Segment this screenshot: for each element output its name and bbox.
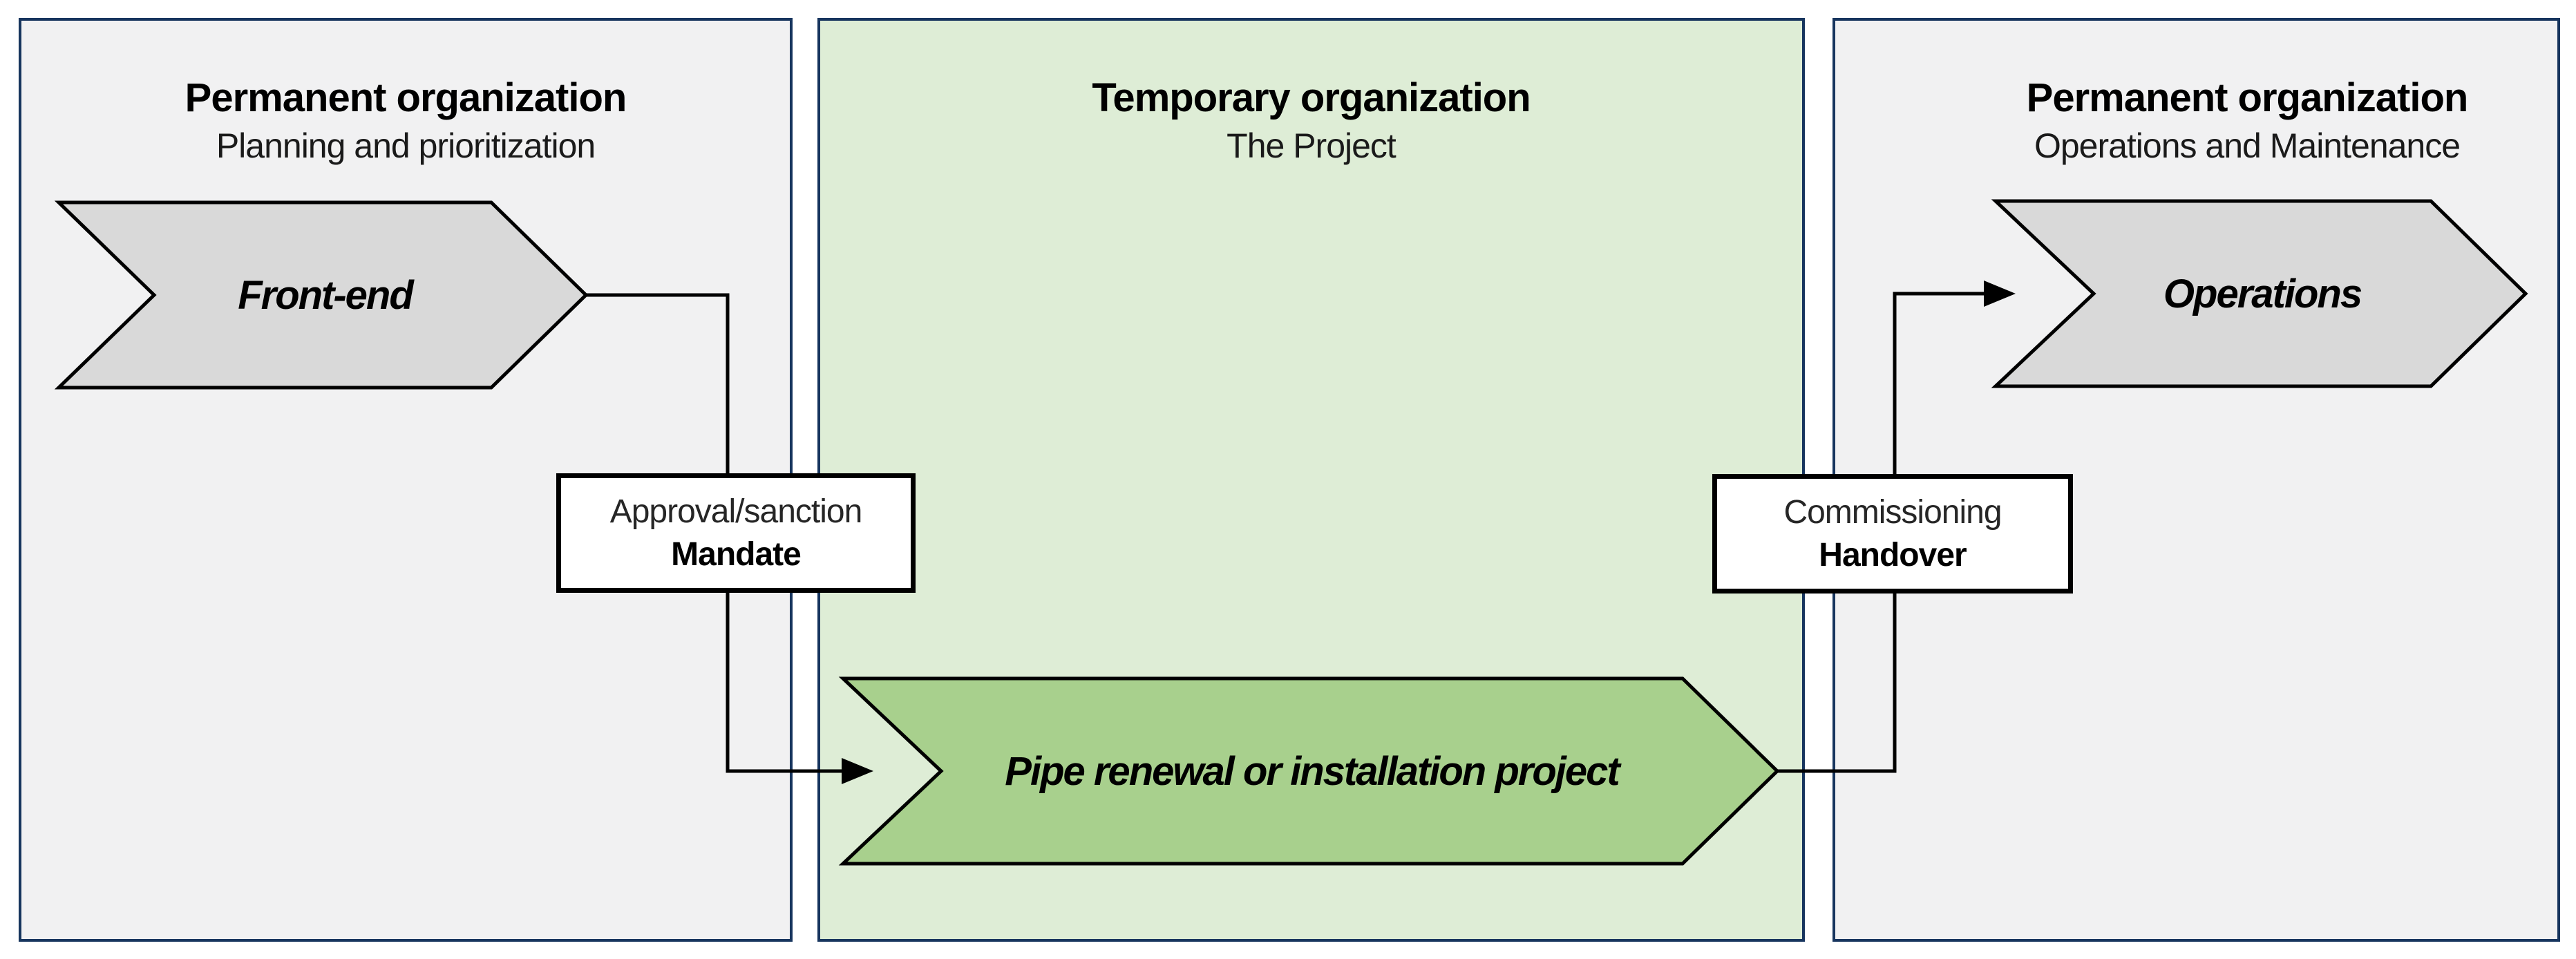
commissioning-box-line1: Commissioning [1783, 494, 2002, 531]
panel-title: Permanent organization [184, 75, 627, 120]
front-end-arrow-label: Front-end [238, 272, 414, 318]
header-permanent-operations: Permanent organization Operations and Ma… [1943, 75, 2551, 167]
header-temporary-project: Temporary organization The Project [817, 75, 1805, 167]
panel-title: Permanent organization [2026, 75, 2469, 120]
operations-arrow-label: Operations [2163, 271, 2362, 316]
panel-subtitle: Planning and prioritization [216, 126, 596, 166]
commissioning-box-line2: Handover [1819, 536, 1967, 573]
mandate-box-line1: Approval/sanction [609, 493, 863, 531]
commissioning-box: Commissioning Handover [1712, 474, 2073, 594]
mandate-box-line2: Mandate [671, 535, 802, 573]
panel-title: Temporary organization [1092, 75, 1531, 120]
pipe-project-arrow-label: Pipe renewal or installation project [1005, 748, 1620, 794]
panel-subtitle: Operations and Maintenance [2034, 126, 2461, 166]
panel-subtitle: The Project [1227, 126, 1396, 166]
mandate-box: Approval/sanction Mandate [556, 473, 916, 593]
header-permanent-planning: Permanent organization Planning and prio… [19, 75, 793, 167]
